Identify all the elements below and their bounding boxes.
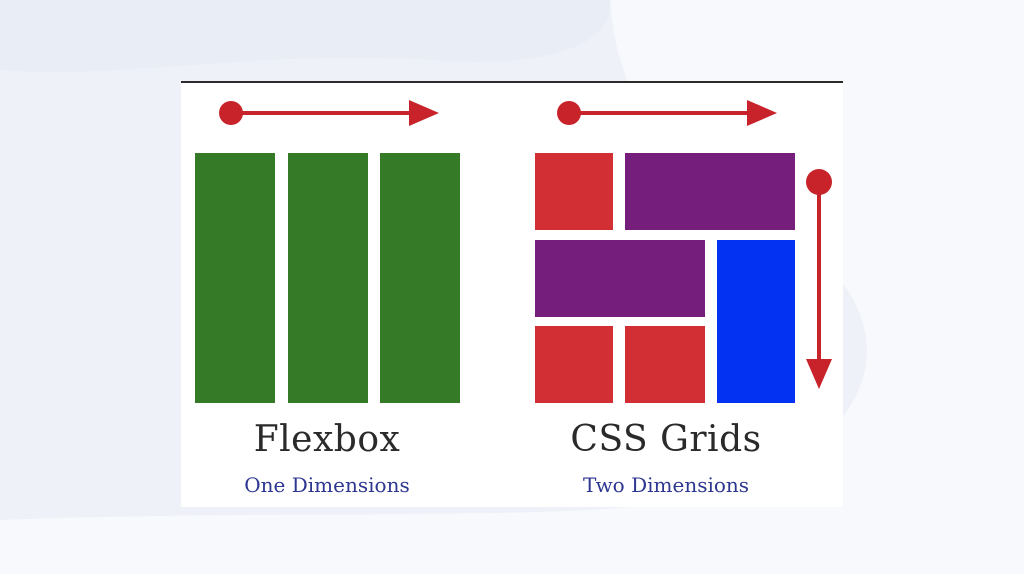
flexbox-subtitle: One Dimensions <box>244 473 410 497</box>
flexbox-row-arrow-icon <box>219 100 439 126</box>
diagram-canvas <box>195 100 832 403</box>
grid-column-arrow-icon <box>806 169 832 389</box>
flexbox-vs-grid-figure: Flexbox One Dimensions CSS Grids Two Dim… <box>181 81 843 507</box>
grid-cell-blue <box>717 240 795 403</box>
grid-cell-purple-1 <box>625 153 795 230</box>
flex-item-2 <box>288 153 368 403</box>
flex-item-1 <box>195 153 275 403</box>
flex-item-3 <box>380 153 460 403</box>
grid-subtitle: Two Dimensions <box>582 473 750 497</box>
grid-cell-red-2 <box>535 326 613 403</box>
grid-cell-red-3 <box>625 326 705 403</box>
grid-row-arrow-icon <box>557 100 777 126</box>
flexbox-title: Flexbox <box>253 419 401 460</box>
grid-cell-red-1 <box>535 153 613 230</box>
grid-cell-purple-2 <box>535 240 705 317</box>
grid-title: CSS Grids <box>570 419 762 460</box>
